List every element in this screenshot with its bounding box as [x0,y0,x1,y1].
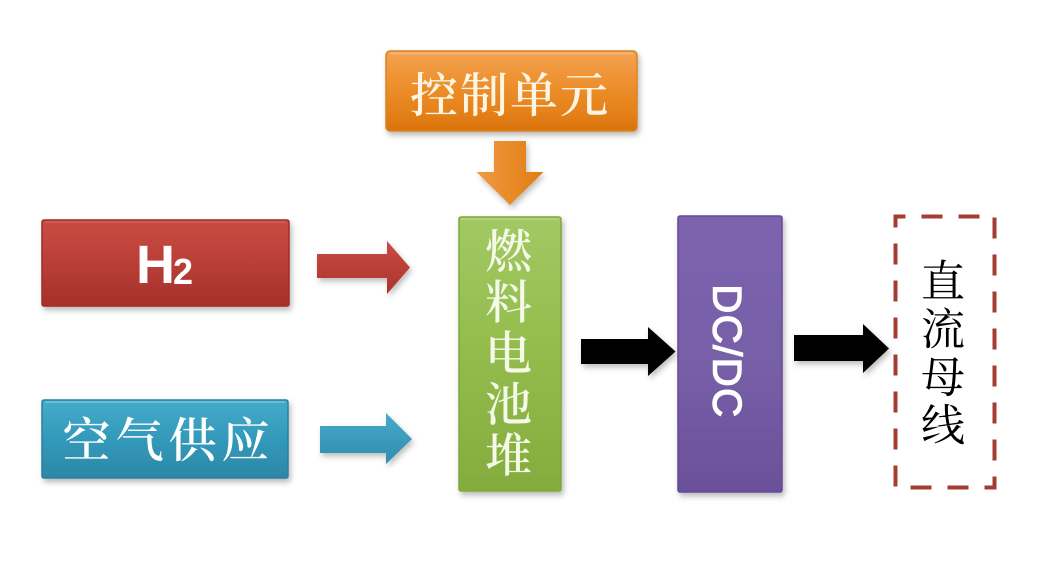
svg-text:2: 2 [173,251,193,292]
svg-text:H: H [136,235,175,295]
svg-text:DC/DC: DC/DC [705,284,749,418]
